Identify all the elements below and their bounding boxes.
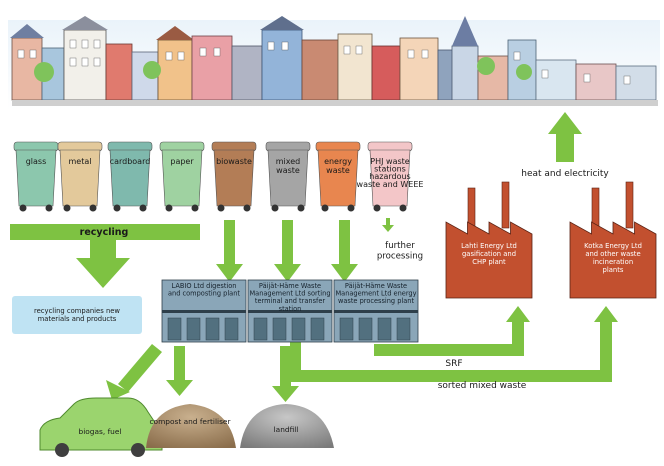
plant-door bbox=[224, 317, 239, 341]
plant-band bbox=[162, 310, 246, 313]
chimney bbox=[467, 187, 476, 229]
plant-band bbox=[248, 310, 332, 313]
bin-wheel bbox=[63, 204, 71, 212]
bin-body bbox=[317, 149, 359, 207]
town-illustration bbox=[8, 16, 660, 110]
bin-lid bbox=[107, 141, 153, 152]
plant-band bbox=[334, 310, 418, 313]
plant-door bbox=[186, 317, 201, 341]
bin-wheel bbox=[217, 204, 225, 212]
bin-lid bbox=[57, 141, 103, 152]
bin-wheel bbox=[113, 204, 121, 212]
bin-wheel bbox=[89, 204, 97, 212]
bin-lid bbox=[211, 141, 257, 152]
plant-door bbox=[167, 317, 182, 341]
plant-door bbox=[310, 317, 325, 341]
bin-wheel bbox=[243, 204, 251, 212]
bin-lid bbox=[159, 141, 205, 152]
bin-wheel bbox=[165, 204, 173, 212]
bin-3: paper bbox=[159, 141, 205, 212]
output-car: biogas, fuel bbox=[39, 397, 163, 457]
bin-label: glass bbox=[26, 157, 47, 166]
sorted-mixed-waste-label: sorted mixed waste bbox=[438, 381, 527, 391]
bin-body bbox=[59, 149, 101, 207]
bin-wheel bbox=[321, 204, 329, 212]
output-landfill-label: landfill bbox=[274, 425, 299, 434]
output-compost: compost and fertiliser bbox=[146, 404, 236, 448]
recycling-companies-box bbox=[12, 296, 142, 334]
bin-wheel bbox=[191, 204, 199, 212]
bin-2: cardboard bbox=[107, 141, 153, 212]
bin-wheel bbox=[45, 204, 53, 212]
plant-door bbox=[377, 317, 392, 341]
bin-wheel bbox=[271, 204, 279, 212]
flow-arrows bbox=[10, 112, 618, 402]
recycling-label: recycling bbox=[80, 227, 129, 238]
bin-label: metal bbox=[69, 157, 92, 166]
bin-wheel bbox=[399, 204, 407, 212]
bin-4: biowaste bbox=[211, 141, 257, 212]
plant-door bbox=[253, 317, 268, 341]
output-biogas-label: biogas, fuel bbox=[79, 427, 122, 436]
bin-wheel bbox=[297, 204, 305, 212]
bin-wheel bbox=[373, 204, 381, 212]
chimney bbox=[591, 187, 600, 229]
bin-body bbox=[213, 149, 255, 207]
bin-lid bbox=[367, 141, 413, 152]
bin-body bbox=[15, 149, 57, 207]
bin-lid bbox=[265, 141, 311, 152]
bin-lid bbox=[315, 141, 361, 152]
bin-wheel bbox=[19, 204, 27, 212]
srf-label: SRF bbox=[445, 359, 462, 369]
plant-door bbox=[272, 317, 287, 341]
plant-door bbox=[358, 317, 373, 341]
chimney bbox=[501, 181, 510, 229]
output-landfill: landfill bbox=[240, 404, 334, 448]
factory-building bbox=[569, 221, 657, 299]
bin-body bbox=[161, 149, 203, 207]
factory-building bbox=[445, 221, 533, 299]
chimney bbox=[625, 181, 634, 229]
bin-label: cardboard bbox=[110, 157, 151, 166]
bin-body bbox=[369, 149, 411, 207]
plant-door bbox=[339, 317, 354, 341]
output-compost-label: compost and fertiliser bbox=[149, 417, 231, 426]
heat-electricity-label: heat and electricity bbox=[521, 169, 609, 179]
bin-1: metal bbox=[57, 141, 103, 212]
bin-body bbox=[267, 149, 309, 207]
plant-door bbox=[291, 317, 306, 341]
bin-label: paper bbox=[170, 157, 194, 166]
bin-wheel bbox=[347, 204, 355, 212]
bin-label: biowaste bbox=[216, 157, 252, 166]
bin-body bbox=[109, 149, 151, 207]
plant-door bbox=[396, 317, 411, 341]
bin-0: glass bbox=[13, 141, 59, 212]
bin-lid bbox=[13, 141, 59, 152]
bin-wheel bbox=[139, 204, 147, 212]
plant-door bbox=[205, 317, 220, 341]
